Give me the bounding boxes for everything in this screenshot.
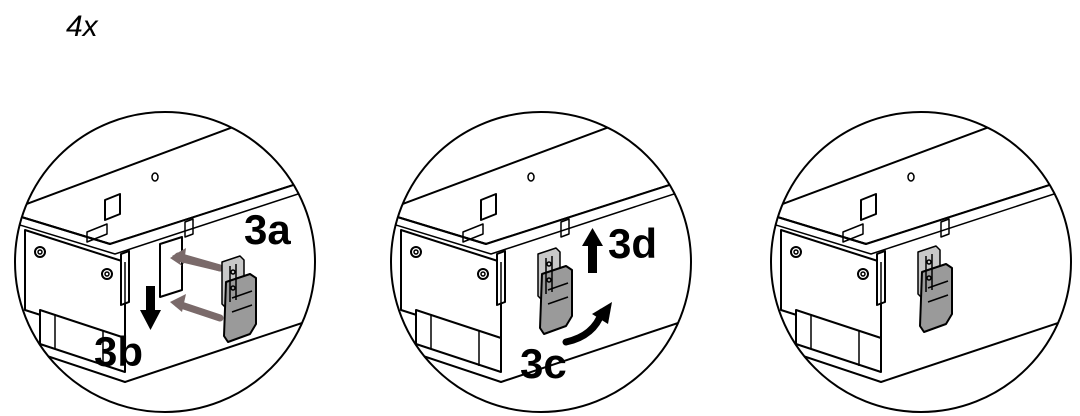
step-label-3d: 3d (608, 220, 657, 267)
detail-panel-1: 3a 3b (14, 111, 316, 413)
detail-panel-3 (770, 111, 1072, 413)
step-label-3b: 3b (94, 328, 143, 375)
curved-arrow-icon (562, 302, 612, 346)
arrow-up-icon (582, 228, 603, 273)
mounting-slot (159, 236, 183, 298)
detail-panel-2: 3d 3c (390, 111, 692, 413)
detail-circle (14, 111, 316, 413)
quantity-label: 4x (66, 10, 98, 43)
insertion-arrow-icon (170, 252, 222, 272)
step-label-3a: 3a (244, 206, 291, 253)
step-label-3c: 3c (520, 340, 567, 387)
insertion-arrow-icon (174, 300, 224, 322)
detail-circle (770, 111, 1072, 413)
insertion-arrow-icon (174, 252, 224, 272)
arrow-down-icon (140, 286, 161, 330)
detail-circle (390, 111, 692, 413)
